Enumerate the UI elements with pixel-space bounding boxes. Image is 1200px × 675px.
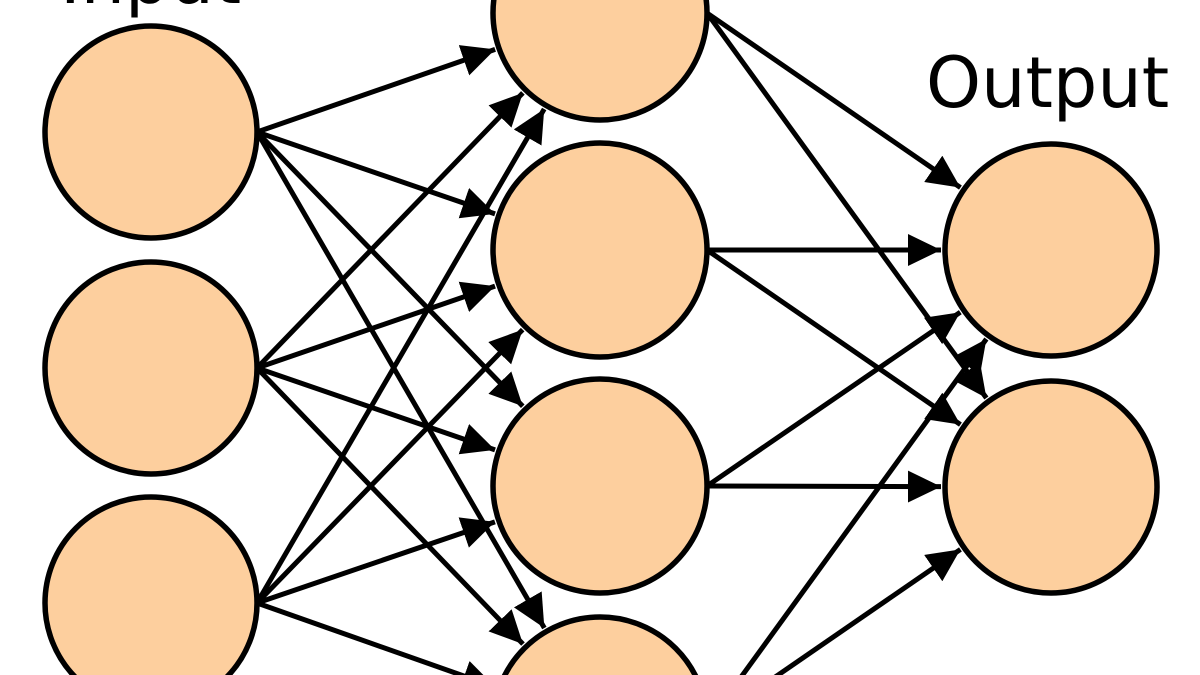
- edge-input-2-to-hidden-2: [256, 281, 496, 371]
- node-hidden-2: [490, 140, 710, 360]
- node-hidden-3: [490, 376, 710, 596]
- node-output-2: [942, 378, 1160, 596]
- edge-input-1-to-hidden-1: [256, 45, 496, 135]
- node-input-3: [42, 494, 260, 675]
- node-input-1: [42, 23, 260, 241]
- node-hidden-1: [490, 0, 710, 123]
- edge-hidden-3-to-output-2: [706, 470, 942, 503]
- edge-input-2-to-hidden-4: [255, 366, 525, 646]
- edge-input-1-to-hidden-2: [256, 129, 496, 219]
- node-input-2: [42, 259, 260, 477]
- node-hidden-4: [501, 614, 699, 675]
- edge-hidden-4-to-output-2: [773, 547, 962, 675]
- edge-hidden-3-to-output-1: [705, 310, 962, 489]
- edge-hidden-1-to-output-1: [705, 10, 962, 190]
- edge-input-3-to-hidden-4: [256, 600, 496, 675]
- edge-input-3-to-hidden-1: [254, 107, 547, 605]
- edge-input-1-to-hidden-3: [255, 130, 525, 409]
- edge-hidden-2-to-output-2: [705, 247, 962, 427]
- edges-layer: [254, 10, 989, 675]
- edge-input-2-to-hidden-1: [255, 91, 525, 370]
- edge-input-1-to-hidden-4: [254, 130, 547, 630]
- input-layer-label: Input: [60, 0, 241, 20]
- edge-input-2-to-hidden-3: [256, 365, 496, 455]
- edge-input-3-to-hidden-2: [255, 327, 525, 605]
- node-output-1: [942, 141, 1160, 359]
- nodes-layer: [42, 0, 1160, 675]
- edge-input-3-to-hidden-3: [256, 517, 496, 606]
- edge-hidden-4-to-output-1: [739, 337, 989, 675]
- output-layer-label: Output: [926, 42, 1169, 124]
